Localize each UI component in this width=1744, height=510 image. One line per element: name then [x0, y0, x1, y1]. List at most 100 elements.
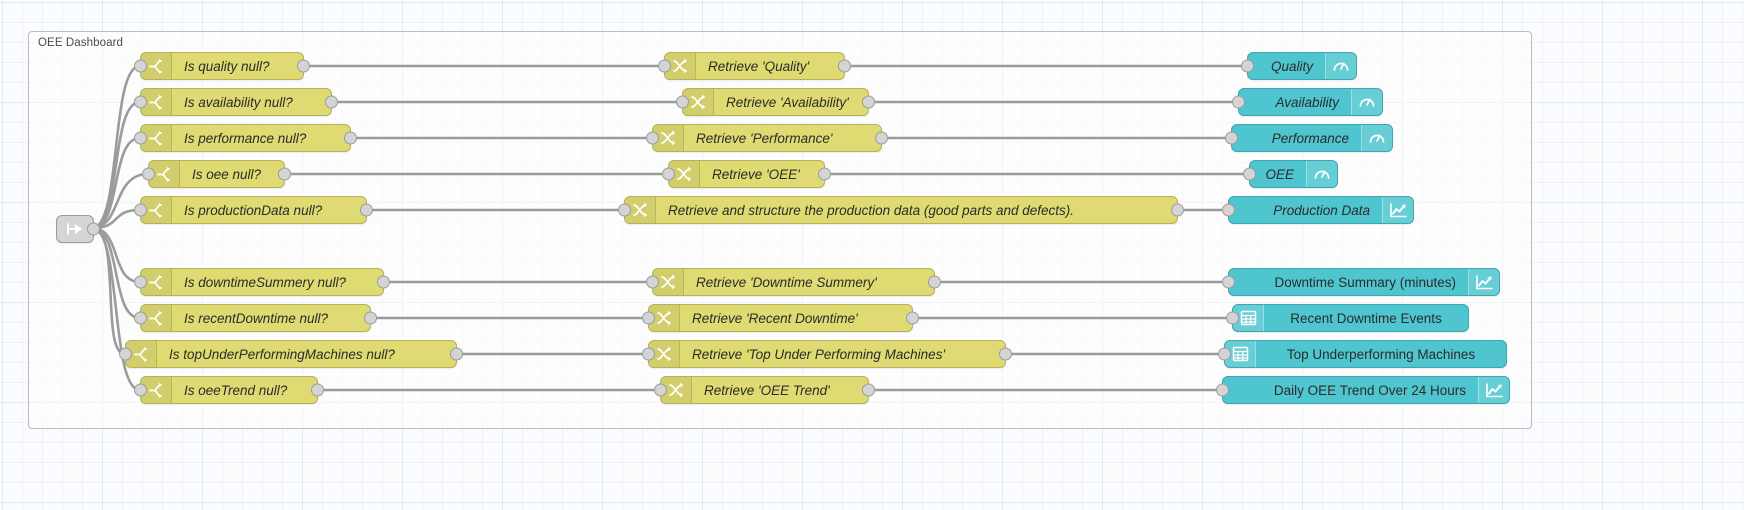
port-in[interactable] [1243, 167, 1256, 181]
node-label: Quality [1270, 58, 1313, 74]
port-in[interactable] [1241, 59, 1254, 73]
node-label: Recent Downtime Events [1290, 310, 1442, 326]
node-label: Is performance null? [184, 130, 307, 146]
node-label: Retrieve 'Recent Downtime' [692, 310, 858, 326]
chart-icon [1478, 377, 1509, 403]
change-node-retrieve-performance[interactable]: Retrieve 'Performance' [646, 124, 888, 152]
port-out[interactable] [311, 383, 324, 397]
port-in[interactable] [1218, 347, 1231, 361]
port-out[interactable] [297, 59, 310, 73]
gauge-icon [1351, 89, 1382, 115]
port-in[interactable] [142, 167, 155, 181]
port-out[interactable] [999, 347, 1012, 361]
node-label: Daily OEE Trend Over 24 Hours [1273, 382, 1466, 398]
gauge-icon [1306, 161, 1337, 187]
inject-icon [66, 222, 84, 236]
switch-node-downtime-summery[interactable]: Is downtimeSummery null? [134, 268, 390, 296]
node-label: Retrieve 'OEE Trend' [704, 382, 830, 398]
port-out[interactable] [360, 203, 373, 217]
inject-source-node[interactable] [56, 215, 100, 243]
node-label: Retrieve and structure the production da… [668, 202, 1074, 218]
port-in[interactable] [676, 95, 689, 109]
port-out[interactable] [838, 59, 851, 73]
change-node-retrieve-oee-trend[interactable]: Retrieve 'OEE Trend' [654, 376, 875, 404]
port-out[interactable] [450, 347, 463, 361]
node-label: OEE [1265, 166, 1294, 182]
port-out[interactable] [818, 167, 831, 181]
node-label: Downtime Summary (minutes) [1274, 274, 1456, 290]
port-in[interactable] [1222, 275, 1235, 289]
switch-node-production-data[interactable]: Is productionData null? [134, 196, 373, 224]
dashboard-node-daily-oee-trend-chart[interactable]: Daily OEE Trend Over 24 Hours [1216, 376, 1510, 404]
node-label: Is productionData null? [184, 202, 323, 218]
change-node-retrieve-oee[interactable]: Retrieve 'OEE' [662, 160, 831, 188]
port-out[interactable] [377, 275, 390, 289]
dashboard-node-quality-gauge[interactable]: Quality [1241, 52, 1357, 80]
port-out[interactable] [906, 311, 919, 325]
port-out[interactable] [862, 95, 875, 109]
port-in[interactable] [1225, 131, 1238, 145]
port-in[interactable] [134, 95, 147, 109]
port-in[interactable] [646, 275, 659, 289]
change-node-retrieve-recent-downtime[interactable]: Retrieve 'Recent Downtime' [642, 304, 919, 332]
change-node-retrieve-downtime-summery[interactable]: Retrieve 'Downtime Summery' [646, 268, 941, 296]
port-in[interactable] [1222, 203, 1235, 217]
node-label: Is downtimeSummery null? [184, 274, 347, 290]
dashboard-node-recent-downtime-table[interactable]: Recent Downtime Events [1226, 304, 1469, 332]
switch-node-top-underperforming[interactable]: Is topUnderPerformingMachines null? [119, 340, 463, 368]
port-in[interactable] [642, 347, 655, 361]
port-in[interactable] [646, 131, 659, 145]
port-in[interactable] [134, 203, 147, 217]
port-out[interactable] [278, 167, 291, 181]
node-label: Availability [1275, 94, 1339, 110]
port-in[interactable] [1226, 311, 1239, 325]
port-in[interactable] [654, 383, 667, 397]
node-label: Top Underperforming Machines [1286, 346, 1476, 362]
dashboard-node-downtime-summary-chart[interactable]: Downtime Summary (minutes) [1222, 268, 1500, 296]
dashboard-node-top-underperforming-table[interactable]: Top Underperforming Machines [1218, 340, 1507, 368]
port-in[interactable] [134, 59, 147, 73]
dashboard-node-production-data-chart[interactable]: Production Data [1222, 196, 1414, 224]
change-node-retrieve-availability[interactable]: Retrieve 'Availability' [676, 88, 875, 116]
switch-node-performance[interactable]: Is performance null? [134, 124, 357, 152]
change-node-retrieve-quality[interactable]: Retrieve 'Quality' [658, 52, 851, 80]
port-out[interactable] [364, 311, 377, 325]
port-in[interactable] [618, 203, 631, 217]
switch-node-quality[interactable]: Is quality null? [134, 52, 310, 80]
dashboard-node-oee-gauge[interactable]: OEE [1243, 160, 1338, 188]
port-out[interactable] [344, 131, 357, 145]
dashboard-node-performance-gauge[interactable]: Performance [1225, 124, 1393, 152]
change-node-retrieve-top-underperforming[interactable]: Retrieve 'Top Under Performing Machines' [642, 340, 1012, 368]
port-in[interactable] [642, 311, 655, 325]
node-label: Is quality null? [184, 58, 270, 74]
switch-node-recent-downtime[interactable]: Is recentDowntime null? [134, 304, 377, 332]
node-label: Performance [1271, 130, 1349, 146]
port-in[interactable] [1216, 383, 1229, 397]
port-in[interactable] [662, 167, 675, 181]
chart-icon [1468, 269, 1499, 295]
port-out[interactable] [87, 222, 100, 236]
port-in[interactable] [134, 383, 147, 397]
port-in[interactable] [1232, 95, 1245, 109]
port-out[interactable] [928, 275, 941, 289]
node-label: Is oee null? [192, 166, 262, 182]
port-out[interactable] [1171, 203, 1184, 217]
port-in[interactable] [658, 59, 671, 73]
switch-node-availability[interactable]: Is availability null? [134, 88, 338, 116]
dashboard-node-availability-gauge[interactable]: Availability [1232, 88, 1383, 116]
switch-node-oee-trend[interactable]: Is oeeTrend null? [134, 376, 324, 404]
port-out[interactable] [862, 383, 875, 397]
port-in[interactable] [134, 275, 147, 289]
node-label: Is oeeTrend null? [184, 382, 288, 398]
port-out[interactable] [875, 131, 888, 145]
node-label: Retrieve 'Downtime Summery' [696, 274, 877, 290]
change-node-retrieve-production-data[interactable]: Retrieve and structure the production da… [618, 196, 1184, 224]
port-in[interactable] [134, 311, 147, 325]
port-out[interactable] [325, 95, 338, 109]
port-in[interactable] [119, 347, 132, 361]
node-label: Retrieve 'Quality' [708, 58, 810, 74]
switch-node-oee[interactable]: Is oee null? [142, 160, 291, 188]
node-label: Retrieve 'Top Under Performing Machines' [692, 346, 946, 362]
port-in[interactable] [134, 131, 147, 145]
